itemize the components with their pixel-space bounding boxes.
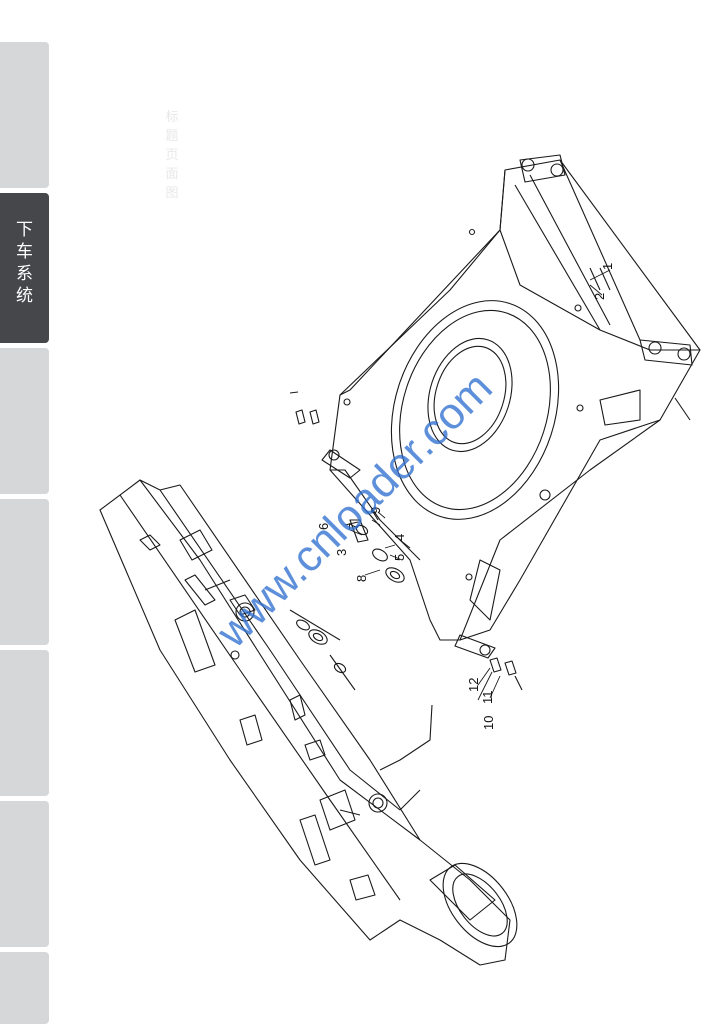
callout-3: 3 (334, 549, 349, 556)
slewing-ring (390, 300, 560, 520)
callout-7: 7 (346, 523, 361, 530)
chapter-tab-5[interactable] (0, 650, 49, 796)
chapter-tab-1[interactable] (0, 42, 49, 188)
callout-numbers: 1 2 3 4 5 6 7 8 9 10 11 12 (316, 263, 615, 730)
callout-10: 10 (481, 716, 496, 730)
chapter-tab-4[interactable] (0, 499, 49, 645)
exploded-parts-diagram: 1 2 3 4 5 6 7 8 9 10 11 12 www.cnloader.… (99, 154, 701, 966)
callout-11: 11 (480, 691, 495, 705)
callout-6: 6 (316, 523, 331, 530)
chapter-tab-3[interactable] (0, 348, 49, 494)
callout-12: 12 (466, 678, 481, 692)
upper-frame (321, 154, 701, 659)
callout-9: 9 (368, 507, 383, 514)
callout-2: 2 (592, 293, 607, 300)
watermark-text: www.cnloader.com (207, 363, 502, 658)
callout-5: 5 (392, 554, 407, 561)
exploded-pins (289, 267, 691, 691)
callout-1: 1 (600, 263, 615, 270)
leader-lines (344, 269, 611, 701)
chapter-tab-label: 下车系统 (16, 220, 33, 306)
track-frame (99, 479, 518, 966)
callout-4: 4 (392, 534, 407, 541)
chapter-tab-7[interactable] (0, 952, 49, 1024)
chapter-tab-6[interactable] (0, 801, 49, 947)
callout-8: 8 (354, 575, 369, 582)
chapter-tab-undercarriage[interactable]: 下车系统 (0, 193, 49, 343)
faint-heading: 标题页面图 (165, 110, 179, 201)
chapter-tabs: 下车系统 (0, 0, 49, 1024)
